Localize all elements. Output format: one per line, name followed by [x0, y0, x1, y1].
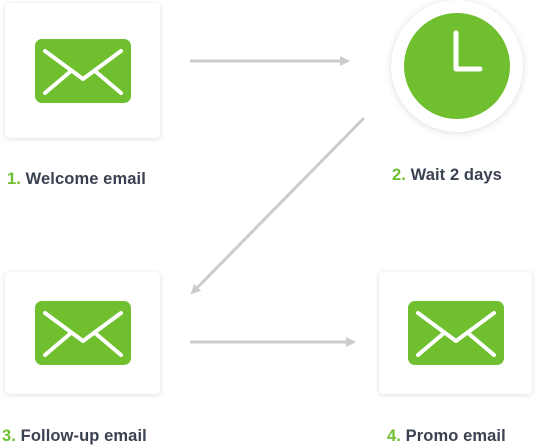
email-envelope-icon — [34, 301, 131, 365]
step-2-text: Wait 2 days — [410, 166, 502, 184]
step-1-number: 1. — [7, 170, 21, 188]
step-3-number: 3. — [2, 427, 16, 445]
step-3-card — [5, 272, 160, 394]
email-envelope-icon — [407, 301, 504, 365]
step-3-label: 3. Follow-up email — [2, 427, 147, 446]
step-2-card — [391, 0, 523, 132]
step-1-label: 1. Welcome email — [7, 170, 146, 189]
arrow-step2-to-step3 — [190, 116, 366, 295]
step-1-card — [5, 3, 160, 138]
step-4-number: 4. — [387, 427, 401, 445]
step-2-number: 2. — [392, 166, 406, 184]
step-4-label: 4. Promo email — [387, 427, 506, 446]
step-4-card — [379, 272, 532, 394]
step-2-label: 2. Wait 2 days — [392, 166, 502, 185]
clock-icon — [404, 13, 510, 119]
email-envelope-icon — [34, 38, 131, 103]
step-3-text: Follow-up email — [20, 427, 147, 445]
step-4-text: Promo email — [405, 427, 506, 445]
step-1-text: Welcome email — [25, 170, 146, 188]
